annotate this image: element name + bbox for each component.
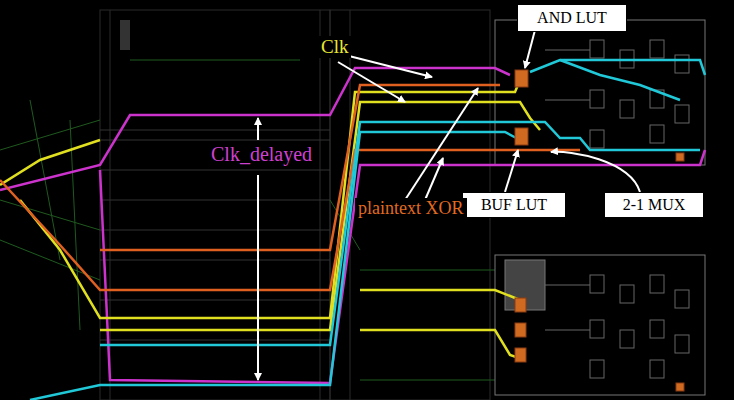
signal-name: plaintext XOR <box>355 198 467 219</box>
callout-box: BUF LUT <box>462 192 566 218</box>
callout-text: BUF LUT <box>475 194 553 216</box>
signal-name: Clk_delayed <box>208 143 315 166</box>
signal-name: Clk <box>318 36 351 58</box>
callout-box: AND LUT <box>517 4 627 32</box>
callout-text: AND LUT <box>531 7 613 29</box>
callout-text: 2-1 MUX <box>617 194 692 216</box>
callout-box: 2-1 MUX <box>604 192 704 218</box>
